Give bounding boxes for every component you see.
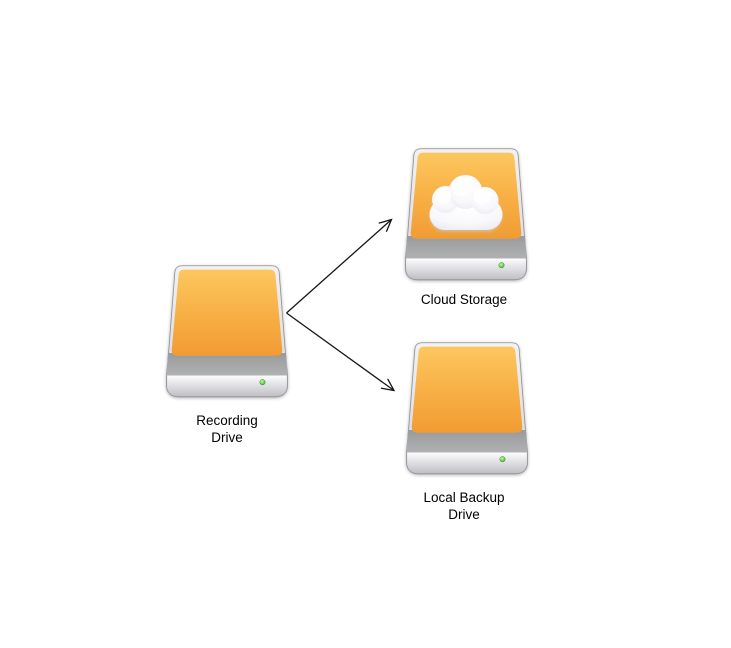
- recording-drive-label: Recording Drive: [196, 413, 258, 445]
- cloud-storage-label: Cloud Storage: [420, 292, 508, 307]
- drive-front-face: [407, 452, 527, 473]
- drive-front-face: [406, 258, 526, 279]
- drive-orange-label-area: [171, 269, 283, 356]
- drive-front-face: [167, 375, 287, 396]
- drive-gray-band: [406, 430, 528, 454]
- cloud-storage-drive-icon: [405, 148, 527, 281]
- recording-drive-icon: [166, 265, 288, 398]
- drive-orange-label-area: [411, 346, 523, 433]
- local-backup-drive-label: Local Backup Drive: [423, 490, 505, 522]
- drive-gray-band: [166, 353, 288, 377]
- cloud-icon: [429, 175, 503, 232]
- drive-led-light: [498, 262, 505, 269]
- arrow-recording-to-local-backup: [286, 312, 396, 392]
- drive-led-light: [499, 456, 506, 463]
- drive-led-light: [259, 379, 266, 386]
- drive-gray-band: [405, 236, 527, 260]
- local-backup-drive-icon: [406, 342, 528, 475]
